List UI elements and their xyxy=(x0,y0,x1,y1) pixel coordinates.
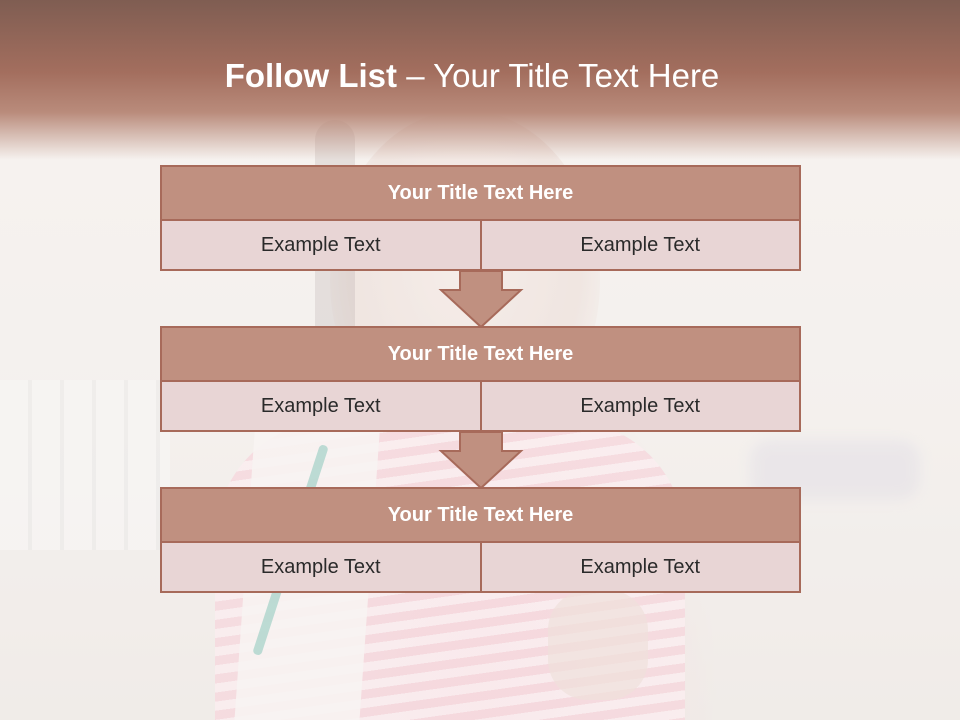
block-title: Your Title Text Here xyxy=(160,326,801,382)
block-cell-left: Example Text xyxy=(160,382,482,432)
slide-title-bold: Follow List xyxy=(224,57,398,94)
list-block-3: Your Title Text Here Example Text Exampl… xyxy=(160,487,801,593)
block-title: Your Title Text Here xyxy=(160,165,801,221)
block-row: Example Text Example Text xyxy=(160,543,801,593)
block-cell-right: Example Text xyxy=(481,221,801,271)
slide-title: Follow List – Your Title Text Here xyxy=(0,56,944,96)
background-window xyxy=(0,380,170,550)
block-cell-left: Example Text xyxy=(160,221,482,271)
list-block-2: Your Title Text Here Example Text Exampl… xyxy=(160,326,801,432)
background-hand xyxy=(548,590,648,700)
block-cell-left: Example Text xyxy=(160,543,482,593)
slide-title-rest: – Your Title Text Here xyxy=(406,57,720,94)
block-cell-right: Example Text xyxy=(481,382,801,432)
block-title: Your Title Text Here xyxy=(160,487,801,543)
title-banner xyxy=(0,0,960,160)
list-block-1: Your Title Text Here Example Text Exampl… xyxy=(160,165,801,271)
block-row: Example Text Example Text xyxy=(160,221,801,271)
block-row: Example Text Example Text xyxy=(160,382,801,432)
block-cell-right: Example Text xyxy=(481,543,801,593)
arrow-down-icon xyxy=(438,431,524,490)
arrow-down-icon xyxy=(438,270,524,329)
